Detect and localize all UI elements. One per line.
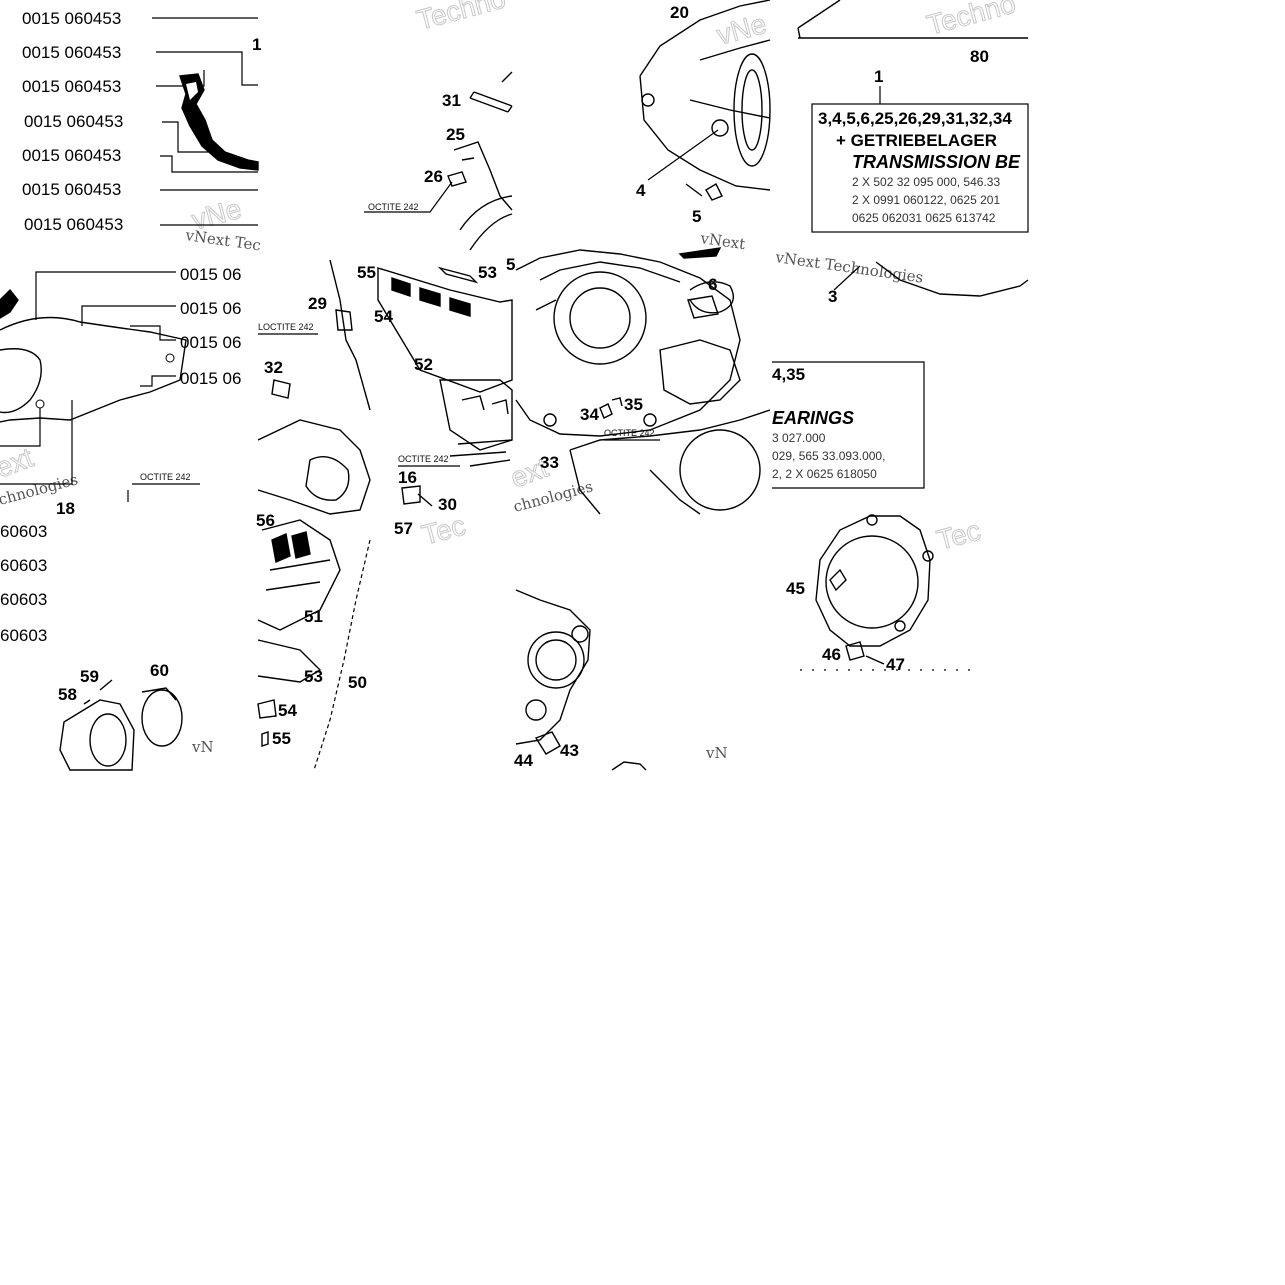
callout-35: 35 xyxy=(624,395,643,414)
callout-29: 29 xyxy=(308,294,327,313)
loctite-label: OCTITE 242 xyxy=(604,428,655,438)
callout-54: 54 xyxy=(374,307,393,326)
diagram-reed-exploded: 56 57 51 53 50 54 55 xyxy=(256,511,413,771)
part-number-label: 0015 06 xyxy=(180,299,241,318)
callout-20: 20 xyxy=(670,3,689,22)
diagram-ignition-cover: 45 46 47 xyxy=(786,514,980,674)
part-number-label: 0015 06 xyxy=(180,369,241,388)
callout-33: 33 xyxy=(540,453,559,472)
loctite-label: OCTITE 242 xyxy=(398,454,449,464)
callout-34: 34 xyxy=(580,405,599,424)
watermark-small: vNe xyxy=(189,193,245,236)
watermark-small: ext xyxy=(0,442,37,484)
loctite-label: OCTITE 242 xyxy=(368,202,419,212)
watermark-small: vN xyxy=(705,744,728,762)
part-number-label: 0015 060453 xyxy=(24,112,123,131)
kit-box-line2: TRANSMISSION BE xyxy=(852,152,1021,172)
diagram-reed-valve: 55 53 5 29 54 52 32 LOCTITE 242 OCTITE 2… xyxy=(257,255,515,515)
kit-box-right-line2: 3 027.000 xyxy=(772,431,826,445)
callout-16: 16 xyxy=(398,468,417,487)
watermark-brand: Techno xyxy=(414,0,509,36)
callout-5: 5 xyxy=(692,207,701,226)
kit-box-top-right: 80 1 3,4,5,6,25,26,29,31,32,34 + GETRIEB… xyxy=(797,0,1029,233)
callout-3: 3 xyxy=(828,287,837,306)
part-number-label: 0015 060453 xyxy=(22,9,121,28)
part-number-label: 60603 xyxy=(0,522,47,541)
callout-6: 6 xyxy=(708,275,717,294)
loctite-label: LOCTITE 242 xyxy=(258,322,314,332)
callout-26: 26 xyxy=(424,167,443,186)
callout-59: 59 xyxy=(80,667,99,686)
kit-box-right: 3 4,35 EARINGS 3 027.000 029, 565 33.093… xyxy=(772,261,1029,489)
part-number-label: 0015 060453 xyxy=(22,146,121,165)
kit-box-line5: 0625 062031 0625 613742 xyxy=(852,211,996,225)
callout-56: 56 xyxy=(256,511,275,530)
callout-25: 25 xyxy=(446,125,465,144)
callout-5b: 5 xyxy=(506,255,515,274)
part-number-label: 0015 06 xyxy=(180,333,241,352)
watermark-brand: Techno xyxy=(924,0,1019,41)
watermark-brand: Tec xyxy=(934,515,984,556)
diagram-clutch-side: 44 43 xyxy=(514,589,647,771)
callout-50: 50 xyxy=(348,673,367,692)
part-number-label: 0015 060453 xyxy=(22,77,121,96)
callout-51: 51 xyxy=(304,607,323,626)
loctite-label: OCTITE 242 xyxy=(140,472,191,482)
callout-54: 54 xyxy=(278,701,297,720)
kit-box-right-header: 4,35 xyxy=(772,365,805,384)
part-number-list-mid-left: 0015 06 0015 06 0015 06 0015 06 OCTITE 2… xyxy=(0,265,241,518)
callout-55: 55 xyxy=(272,729,291,748)
callout-30: 30 xyxy=(438,495,457,514)
kit-box-line1: + GETRIEBELAGER xyxy=(836,131,997,150)
kit-box-line4: 2 X 0991 060122, 0625 201 xyxy=(852,193,1000,207)
kit-box-right-line1: EARINGS xyxy=(772,408,854,428)
part-number-label: 0015 06 xyxy=(180,265,241,284)
callout-43: 43 xyxy=(560,741,579,760)
part-number-label: 60603 xyxy=(0,556,47,575)
watermark-small: vN xyxy=(191,738,214,756)
kit-box-right-line4: 2, 2 X 0625 618050 xyxy=(772,467,877,481)
watermark-small: vNe xyxy=(714,8,770,51)
callout-53: 53 xyxy=(478,263,497,282)
kit-box-line3: 2 X 502 32 095 000, 546.33 xyxy=(852,175,1000,189)
diagram-crankcase-top: 20 4 5 xyxy=(636,0,771,226)
callout-31: 31 xyxy=(442,91,461,110)
callout-32: 32 xyxy=(264,358,283,377)
part-number-label: 0015 060453 xyxy=(22,43,121,62)
callout-46: 46 xyxy=(822,645,841,664)
kit-box-right-line3: 029, 565 33.093.000, xyxy=(772,449,885,463)
callout-60: 60 xyxy=(150,661,169,680)
callout-52: 52 xyxy=(414,355,433,374)
callout-45: 45 xyxy=(786,579,805,598)
watermark-brand: Tec xyxy=(419,510,469,551)
part-number-list-top-left: 0015 060453 0015 060453 0015 060453 0015… xyxy=(22,9,261,234)
callout-58: 58 xyxy=(58,685,77,704)
callout-4: 4 xyxy=(636,181,646,200)
callout-1: 1 xyxy=(252,35,261,54)
callout-47: 47 xyxy=(886,655,905,674)
callout-80: 80 xyxy=(970,47,989,66)
callout-44: 44 xyxy=(514,751,533,770)
callout-53: 53 xyxy=(304,667,323,686)
diagram-crankcase-main: 6 34 35 OCTITE 242 33 xyxy=(515,247,771,515)
callout-18: 18 xyxy=(56,499,75,518)
diagram-top-mid: 31 25 26 OCTITE 242 xyxy=(364,71,513,251)
part-number-label: 60603 xyxy=(0,626,47,645)
callout-1: 1 xyxy=(874,67,883,86)
part-number-label: 0015 060453 xyxy=(22,180,121,199)
part-number-list-bottom-left: 60603 60603 60603 60603 59 60 58 xyxy=(0,522,183,771)
part-number-label: 60603 xyxy=(0,590,47,609)
callout-55: 55 xyxy=(357,263,376,282)
kit-box-header: 3,4,5,6,25,26,29,31,32,34 xyxy=(818,109,1012,128)
part-number-label: 0015 060453 xyxy=(24,215,123,234)
callout-57: 57 xyxy=(394,519,413,538)
